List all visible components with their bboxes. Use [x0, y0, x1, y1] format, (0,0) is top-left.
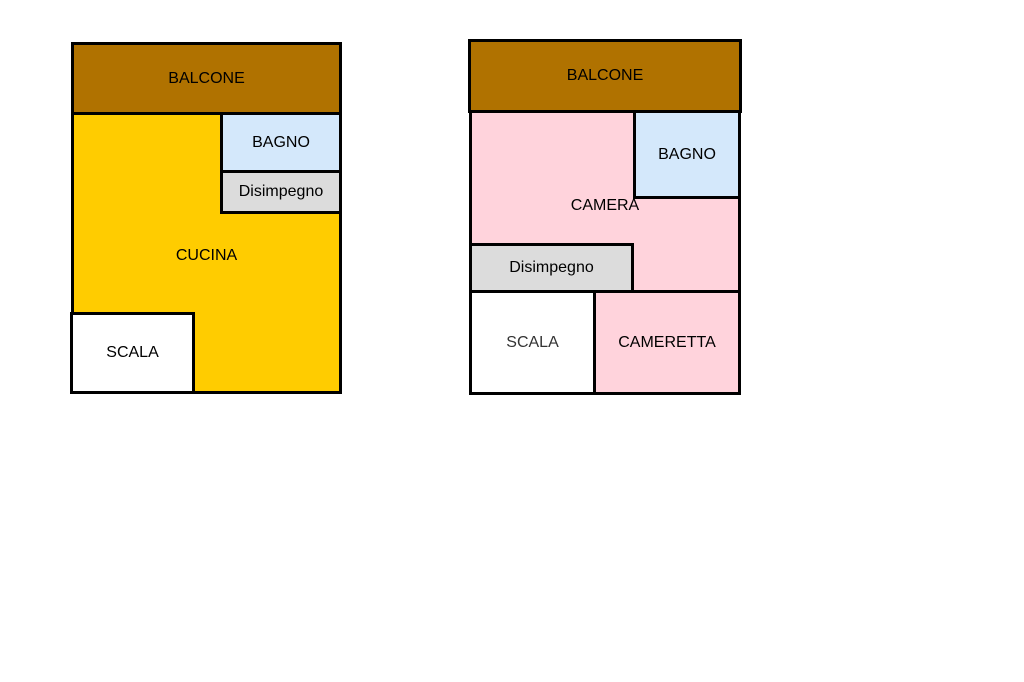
- left-bagno-label: BAGNO: [252, 133, 310, 151]
- left-scala-room: SCALA: [70, 312, 195, 394]
- right-balcone-room: BALCONE: [468, 39, 742, 113]
- right-bagno-label: BAGNO: [658, 145, 716, 163]
- left-disimpegno-room: Disimpegno: [220, 170, 342, 214]
- right-scala-room: SCALA: [469, 290, 596, 395]
- right-disimpegno-label: Disimpegno: [509, 259, 594, 276]
- left-cucina-label: CUCINA: [175, 247, 238, 264]
- right-disimpegno-room: Disimpegno: [469, 243, 634, 293]
- left-balcone-room: BALCONE: [71, 42, 342, 115]
- right-cameretta-room: CAMERETTA: [593, 290, 741, 395]
- left-scala-label: SCALA: [106, 344, 159, 361]
- right-scala-label: SCALA: [506, 333, 559, 351]
- left-disimpegno-label: Disimpegno: [238, 183, 324, 200]
- right-bagno-room: BAGNO: [633, 110, 741, 199]
- right-cameretta-label: CAMERETTA: [618, 333, 716, 351]
- left-bagno-room: BAGNO: [220, 112, 342, 173]
- right-camera-label: CAMERA: [570, 197, 640, 214]
- right-balcone-label: BALCONE: [566, 67, 644, 84]
- left-balcone-label: BALCONE: [168, 69, 245, 87]
